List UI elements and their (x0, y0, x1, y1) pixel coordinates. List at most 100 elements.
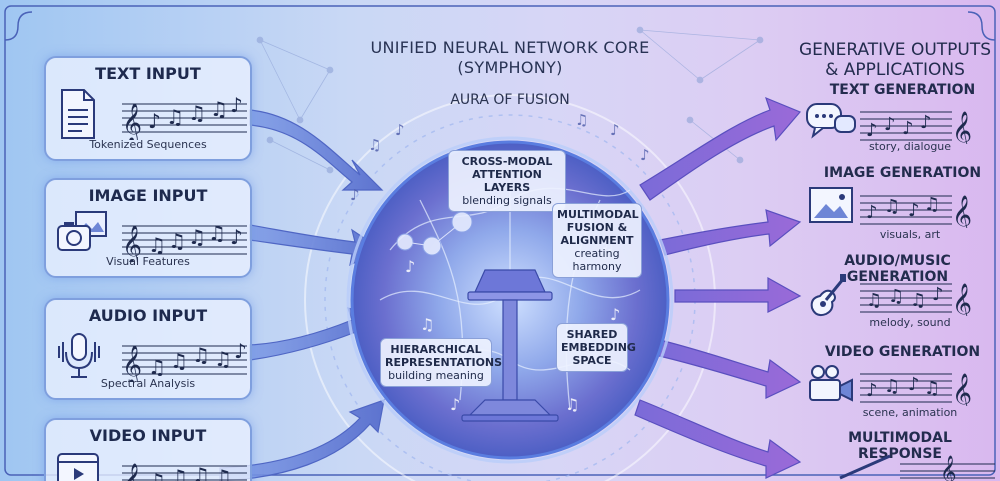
core-title-line2: (SYMPHONY) (457, 58, 563, 77)
svg-text:♪: ♪ (395, 121, 405, 139)
core-label-title: CROSS-MODAL ATTENTION LAYERS (461, 155, 553, 194)
svg-text:♪: ♪ (866, 202, 878, 223)
output-title-video: VIDEO GENERATION (824, 344, 981, 360)
svg-text:𝄞: 𝄞 (952, 195, 972, 228)
svg-text:𝄞: 𝄞 (122, 463, 142, 481)
svg-text:♫: ♫ (192, 343, 210, 367)
input-subtitle-image: Visual Features (106, 255, 190, 268)
svg-text:♪: ♪ (148, 109, 161, 133)
svg-text:♫: ♫ (188, 225, 206, 249)
outputs-heading-line2: & APPLICATIONS (825, 60, 965, 80)
input-card-image: IMAGE INPUT 𝄞 ♫♫♫♫♪ Visual Features (44, 178, 252, 278)
core-label-embedding: SHARED EMBEDDING SPACE (556, 323, 636, 372)
core-label-title: SHARED EMBEDDING SPACE (561, 328, 636, 367)
film-camera-icon (809, 365, 853, 402)
conductor-baton-icon: 𝄞 (839, 454, 995, 481)
output-music-staff: ♪♫♪♫ 𝄞 (860, 373, 972, 406)
input-title-audio: AUDIO INPUT (88, 306, 208, 325)
conductor-podium (461, 269, 559, 422)
music-staff: 𝄞 ♪♫♫♫♪ (122, 93, 247, 140)
svg-text:♪: ♪ (234, 339, 247, 363)
svg-text:♪: ♪ (640, 146, 650, 164)
aura-music-notes: ♫♪♫♪ ♪♪ (350, 111, 650, 204)
output-title-text: TEXT GENERATION (829, 82, 976, 98)
music-staff: 𝄞 ♫♫♫♫♪ (122, 221, 247, 262)
svg-text:♫: ♫ (170, 465, 188, 481)
svg-text:𝄞: 𝄞 (122, 345, 142, 382)
input-title-video: VIDEO INPUT (89, 426, 207, 445)
output-arrows (634, 96, 802, 479)
svg-text:♫: ♫ (188, 101, 206, 125)
svg-text:𝄞: 𝄞 (122, 225, 142, 262)
music-staff: 𝄞 ♫♫♫♫♪ (122, 339, 247, 382)
svg-text:♪: ♪ (866, 380, 878, 401)
svg-text:♫: ♫ (166, 105, 184, 129)
outputs-heading-line1: GENERATIVE OUTPUTS (798, 40, 992, 60)
core-label-sub: building meaning (388, 369, 484, 382)
core-label-fusion: MULTIMODAL FUSION & ALIGNMENT creating h… (552, 203, 642, 278)
svg-text:♫: ♫ (910, 290, 926, 311)
svg-text:♫: ♫ (575, 111, 588, 129)
outer-frame (4, 5, 996, 476)
svg-text:♫: ♫ (866, 290, 882, 311)
input-arrows (219, 109, 385, 481)
output-title-multimodal: MULTIMODAL RESPONSE (848, 430, 952, 462)
output-music-staff: ♪♫♪♫ 𝄞 (860, 194, 972, 228)
frame-flourish-right (967, 11, 996, 41)
svg-text:♪: ♪ (350, 186, 360, 204)
core-label-sub: creating harmony (572, 247, 622, 273)
input-subtitle-text: Tokenized Sequences (89, 138, 207, 151)
video-play-icon (57, 453, 99, 481)
svg-text:𝄞: 𝄞 (952, 111, 972, 144)
svg-text:♫: ♫ (170, 349, 188, 373)
neural-nodes (396, 211, 473, 256)
picture-frame-icon (809, 187, 853, 223)
output-subtitle-video: scene, animation (862, 406, 958, 419)
svg-text:♫: ♫ (924, 194, 940, 215)
svg-text:♫: ♫ (214, 347, 232, 371)
input-card-audio: AUDIO INPUT 𝄞 ♫♫♫♫♪ Spectral Analysis (44, 298, 252, 400)
svg-text:♫: ♫ (884, 376, 900, 397)
input-card-text: TEXT INPUT 𝄞 ♪♫♫♫♪ Tokenized Sequences (44, 56, 252, 161)
core-label-sub: blending signals (462, 194, 552, 207)
svg-text:♫: ♫ (208, 221, 226, 245)
svg-text:♪: ♪ (230, 225, 243, 249)
document-icon (61, 89, 95, 139)
svg-text:♫: ♫ (368, 136, 381, 154)
svg-text:♫: ♫ (565, 395, 579, 414)
output-title-image: IMAGE GENERATION (823, 165, 982, 181)
microphone-icon (58, 333, 100, 378)
core-label-hierarchical: HIERARCHICAL REPRESENTATIONS building me… (380, 338, 503, 387)
camera-photo-icon (57, 211, 107, 251)
core-label-title: MULTIMODAL FUSION & ALIGNMENT (557, 208, 639, 247)
input-title-image: IMAGE INPUT (88, 186, 208, 205)
svg-text:♪: ♪ (866, 120, 878, 141)
output-title-audio: AUDIO/MUSIC GENERATION (844, 253, 951, 285)
svg-text:♪: ♪ (405, 257, 415, 276)
svg-text:♪: ♪ (610, 305, 620, 324)
aura-label: AURA OF FUSION (450, 92, 570, 108)
svg-text:♪: ♪ (920, 112, 932, 133)
svg-text:♪: ♪ (230, 93, 243, 117)
svg-text:♫: ♫ (148, 469, 166, 481)
frame-flourish-left (4, 11, 33, 41)
svg-text:♫: ♫ (420, 315, 434, 334)
outputs-heading: GENERATIVE OUTPUTS & APPLICATIONS (790, 40, 1000, 80)
svg-text:♫: ♫ (148, 233, 166, 257)
output-subtitle-image: visuals, art (879, 228, 941, 241)
svg-text:𝄞: 𝄞 (952, 373, 972, 406)
svg-text:𝄞: 𝄞 (122, 103, 142, 140)
guitar-icon (810, 274, 846, 317)
core-label-title: HIERARCHICAL REPRESENTATIONS (385, 343, 503, 369)
output-subtitle-audio: melody, sound (869, 316, 951, 329)
svg-text:♪: ♪ (450, 395, 460, 414)
svg-text:♫: ♫ (888, 286, 904, 307)
chat-bubbles-icon (806, 103, 856, 139)
input-title-text: TEXT INPUT (95, 64, 201, 83)
network-constellation (256, 26, 764, 174)
core-title-line1: UNIFIED NEURAL NETWORK CORE (370, 38, 650, 57)
svg-text:𝄞: 𝄞 (952, 283, 972, 316)
core-title: UNIFIED NEURAL NETWORK CORE (SYMPHONY) (350, 38, 670, 78)
svg-text:𝄞: 𝄞 (940, 455, 957, 481)
